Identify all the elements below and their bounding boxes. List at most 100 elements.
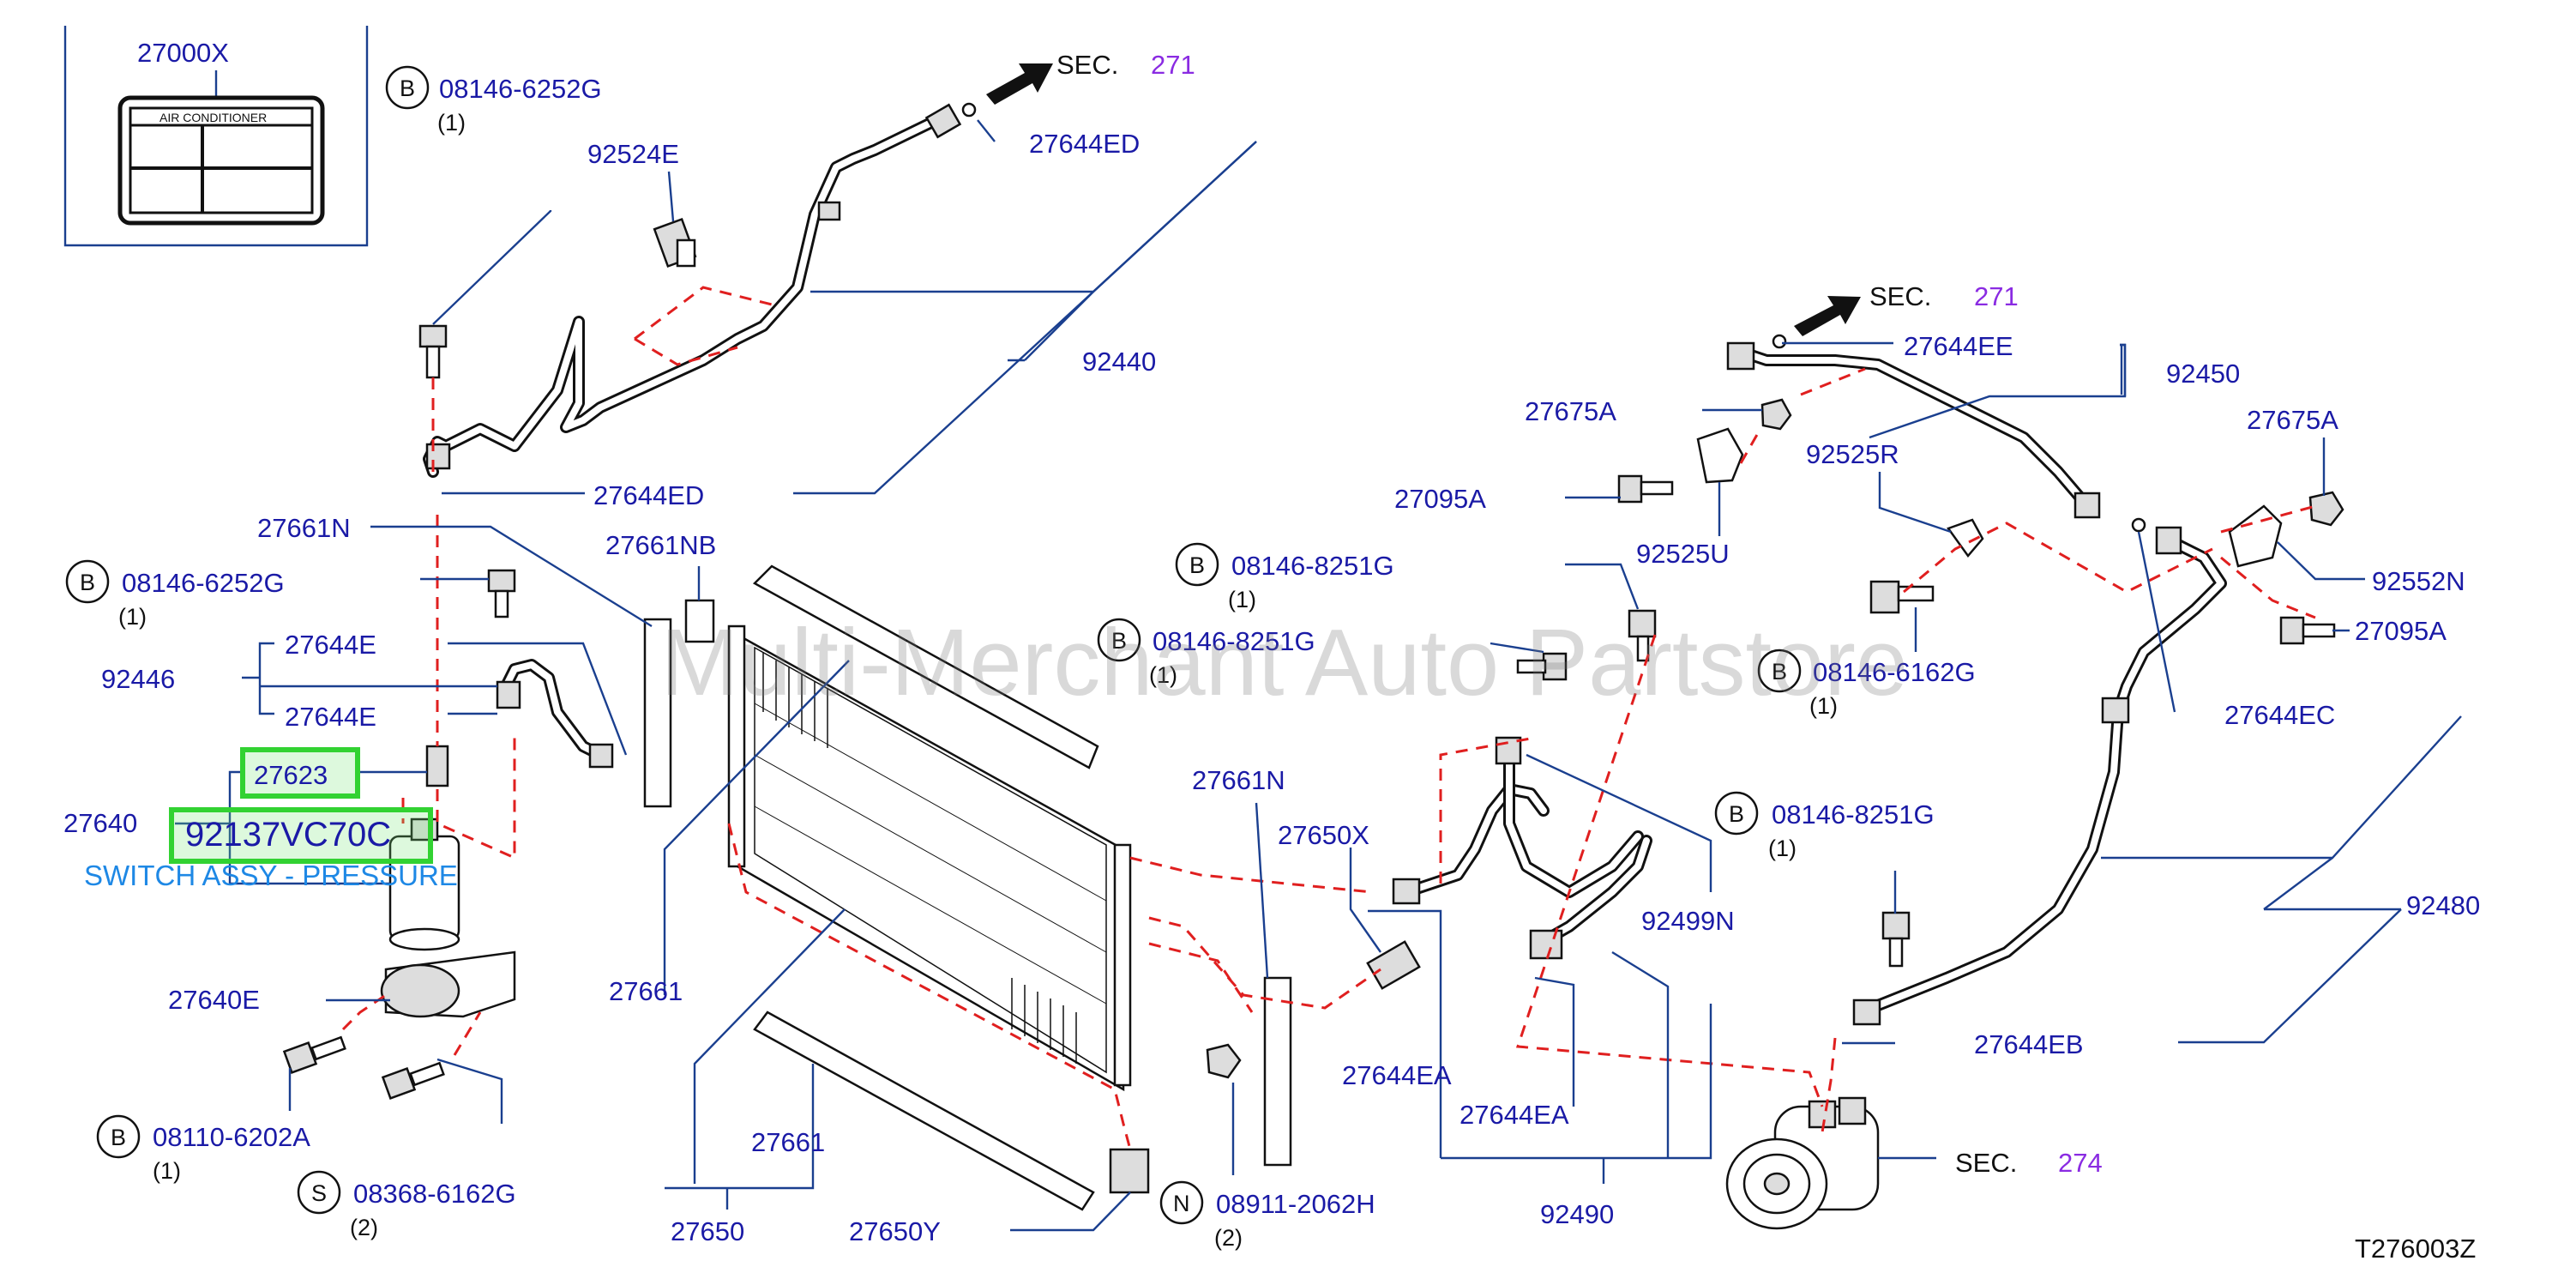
qty-08146-8251g-b: (1) — [1149, 662, 1177, 688]
bracket-92552n — [2228, 504, 2283, 568]
part-27644ed-top[interactable]: 27644ED — [1029, 129, 1140, 159]
part-08146-8251g-c[interactable]: 08146-8251G — [1772, 799, 1935, 830]
part-92450[interactable]: 92450 — [2166, 359, 2240, 389]
clip-92524e — [653, 217, 697, 268]
bolt-08368-6162g — [381, 1061, 445, 1100]
part-92525r[interactable]: 92525R — [1806, 439, 1899, 469]
part-08146-6252g-mid[interactable]: 08146-6252G — [122, 568, 285, 598]
part-92552n[interactable]: 92552N — [2372, 566, 2465, 596]
part-27095a-left[interactable]: 27095A — [1394, 484, 1486, 514]
svg-text:B: B — [1111, 628, 1127, 654]
pipe-92480 — [1852, 517, 2227, 1026]
sec-word-right: SEC. — [1869, 281, 1931, 311]
part-27661-bottom[interactable]: 27661 — [751, 1127, 825, 1157]
part-92525u[interactable]: 92525U — [1636, 539, 1730, 569]
part-27000x[interactable]: 27000X — [137, 38, 229, 68]
assembly-dashed-lines — [341, 286, 2316, 1150]
part-27644ea-b[interactable]: 27644EA — [1460, 1100, 1569, 1130]
svg-text:N: N — [1173, 1191, 1190, 1216]
pipe-92490 — [1392, 736, 1652, 960]
part-27640[interactable]: 27640 — [63, 808, 137, 838]
pressure-switch-27623 — [425, 745, 449, 787]
qty-08146-6252g-top: (1) — [437, 110, 466, 136]
nut-27675a-left — [1760, 398, 1792, 431]
part-27644ed-mid[interactable]: 27644ED — [593, 480, 704, 510]
part-27650x[interactable]: 27650X — [1278, 820, 1369, 850]
part-27650y[interactable]: 27650Y — [849, 1216, 941, 1246]
part-92524e[interactable]: 92524E — [587, 139, 679, 169]
badge-b-08146-8251g-c: B — [1714, 791, 1759, 836]
part-92490[interactable]: 92490 — [1540, 1199, 1614, 1229]
part-27644ea-a[interactable]: 27644EA — [1342, 1060, 1452, 1090]
qty-08146-8251g-c: (1) — [1768, 836, 1797, 861]
leader-lines — [175, 119, 2462, 1232]
part-27661n-mid[interactable]: 27661N — [1192, 765, 1285, 795]
part-27095a-right[interactable]: 27095A — [2355, 616, 2447, 646]
pipe-92440 — [423, 102, 977, 478]
badge-b-08146-6252g-top: B — [385, 65, 430, 110]
part-08110-6202a[interactable]: 08110-6202A — [153, 1122, 310, 1152]
svg-text:B: B — [80, 570, 95, 595]
part-27640e[interactable]: 27640E — [168, 985, 260, 1015]
bolt-08146-6162g — [1869, 580, 1935, 614]
label-box-27000x: AIR CONDITIONER — [63, 26, 369, 247]
nut-08911-2062h — [1206, 1043, 1242, 1079]
bolt-08146-8251g-c — [1881, 911, 1911, 968]
part-27644eb[interactable]: 27644EB — [1974, 1029, 2084, 1059]
badge-n-08911-2062h: N — [1159, 1180, 1204, 1225]
part-08368-6162g[interactable]: 08368-6162G — [353, 1179, 516, 1209]
part-27650[interactable]: 27650 — [671, 1216, 744, 1246]
badge-b-08146-8251g-a: B — [1175, 542, 1219, 587]
sec-271-arrow-top — [986, 63, 1053, 105]
seal-27661nb — [684, 599, 715, 643]
sec-274[interactable]: 274 — [2058, 1148, 2103, 1178]
part-27661-left[interactable]: 27661 — [609, 976, 683, 1006]
bolt-08146-8251g-a — [1628, 609, 1657, 662]
sec-271-top[interactable]: 271 — [1151, 50, 1195, 80]
badge-b-08146-6162g: B — [1757, 649, 1802, 693]
sec-word-top: SEC. — [1056, 50, 1118, 80]
label-card-title: AIR CONDITIONER — [159, 111, 267, 124]
part-08146-8251g-a[interactable]: 08146-8251G — [1231, 551, 1394, 581]
bolt-08146-6252g-mid — [487, 569, 516, 618]
part-27644ec[interactable]: 27644EC — [2224, 700, 2335, 730]
compressor-sec-274 — [1725, 1096, 1880, 1230]
part-92499n[interactable]: 92499N — [1641, 906, 1735, 936]
seal-27661-bottom — [753, 1011, 1095, 1211]
bolt-08146-8251g-b — [1516, 652, 1568, 681]
bracket-27640e — [380, 950, 516, 1018]
qty-08146-6162g: (1) — [1809, 693, 1838, 719]
part-92440[interactable]: 92440 — [1082, 347, 1156, 377]
svg-text:B: B — [1189, 552, 1205, 578]
part-92446[interactable]: 92446 — [101, 664, 175, 694]
part-27661n-left[interactable]: 27661N — [257, 513, 351, 543]
bolt-27095a-left — [1617, 474, 1674, 504]
qty-08368-6162g: (2) — [350, 1215, 378, 1240]
part-27661nb[interactable]: 27661NB — [605, 530, 716, 560]
part-92480[interactable]: 92480 — [2406, 890, 2480, 920]
seal-27661n-mid — [1263, 976, 1292, 1167]
part-27644ee[interactable]: 27644EE — [1904, 331, 2013, 361]
diagram-code: T276003Z — [2355, 1234, 2476, 1264]
svg-text:B: B — [1729, 801, 1744, 827]
badge-b-08110-6202a: B — [96, 1114, 141, 1159]
part-27675a-right[interactable]: 27675A — [2247, 405, 2338, 435]
part-27644e-a[interactable]: 27644E — [285, 630, 376, 660]
part-27644e-b[interactable]: 27644E — [285, 702, 376, 732]
qty-08911-2062h: (2) — [1214, 1225, 1243, 1251]
part-08146-6252g-top[interactable]: 08146-6252G — [439, 74, 602, 104]
svg-text:B: B — [1772, 659, 1787, 685]
badge-b-08146-8251g-b: B — [1097, 618, 1141, 662]
part-08911-2062h[interactable]: 08911-2062H — [1216, 1189, 1375, 1219]
svg-text:B: B — [111, 1125, 126, 1150]
part-27623[interactable]: 27623 — [254, 760, 328, 790]
sec-271-right[interactable]: 271 — [1974, 281, 2019, 311]
condenser-27650 — [727, 624, 1132, 1092]
part-08146-6162g[interactable]: 08146-6162G — [1813, 657, 1976, 687]
part-27675a-left[interactable]: 27675A — [1525, 396, 1616, 426]
pipe-92450 — [1726, 334, 2101, 519]
part-08146-8251g-b[interactable]: 08146-8251G — [1153, 626, 1315, 656]
part-92137vc70c[interactable]: 92137VC70C — [185, 816, 391, 854]
svg-text:B: B — [400, 75, 415, 101]
